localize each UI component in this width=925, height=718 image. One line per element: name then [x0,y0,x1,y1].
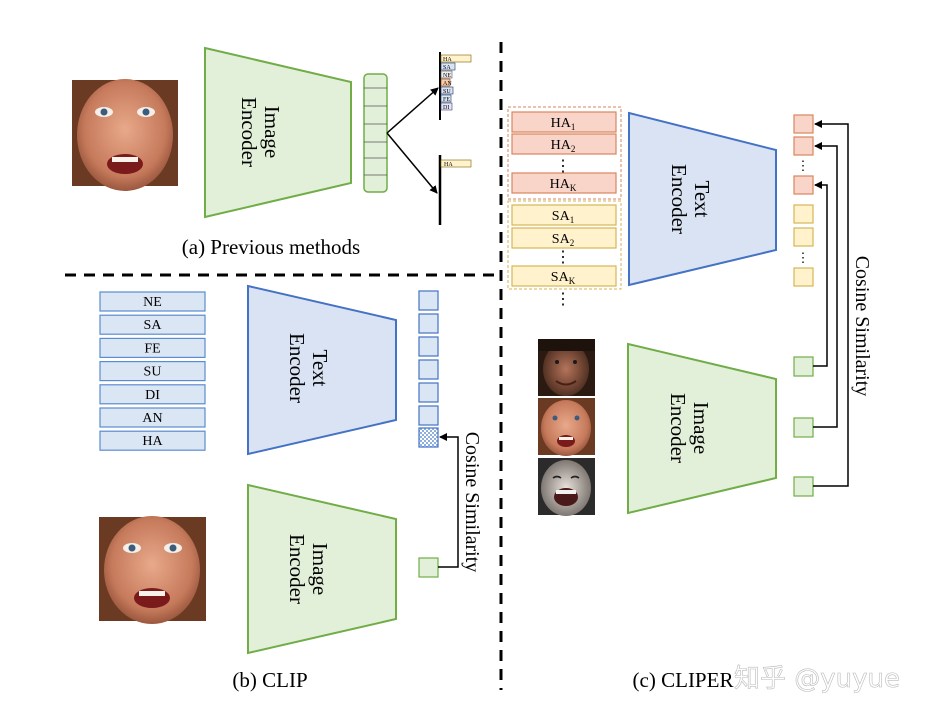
prompt-embedding-column: ⋮ ⋮ [793,114,814,287]
text-encoder-c [628,111,777,287]
image-encoder-b-line1: Image [308,543,332,595]
similarity-label-b: Cosine Similarity [461,432,483,573]
sa-prompt-box [511,265,617,287]
image-encoder-a [204,46,352,219]
image-encoder-c-line2: Encoder [666,393,690,463]
class-label: AN [142,411,162,426]
caption-b: (b) CLIP [232,668,307,692]
image-encoder-c [627,342,777,515]
class-label: HA [142,434,163,449]
image-embedding-column [793,356,814,497]
face-photo-c3 [538,458,595,516]
sa-prompt-box [511,204,617,226]
similarity-connector-b [438,433,459,568]
class-label: SA [144,318,163,333]
ha-prompt-group [507,106,622,200]
more-prompts-ellipsis: ⋮ [555,291,571,308]
watermark-text: 知乎 @yuyue [734,664,900,694]
branch-arrow-down [386,132,438,194]
svg-text:⋮: ⋮ [797,250,810,265]
sa-prompt-label: SA2 [552,232,574,248]
image-encoder-c-line1: Image [689,402,713,454]
bar-label: SA [443,65,451,71]
branch-arrow-up [386,87,439,134]
text-encoder-c-line2: Encoder [667,164,691,234]
bar-label: SU [443,89,451,95]
class-label: SU [144,365,162,380]
bar-label: NE [443,73,451,79]
class-label: NE [143,295,162,310]
class-box [99,407,206,428]
ha-ellipsis: ⋮ [555,158,571,175]
ha-prompt-box [511,172,617,194]
sa-prompt-label: SA1 [552,209,574,225]
text-encoder-b-line2: Encoder [285,333,309,403]
class-label: DI [145,388,160,403]
sa-ellipsis: ⋮ [555,249,571,266]
text-embedding-column [418,290,439,448]
svg-text:⋮: ⋮ [797,158,810,173]
class-box [99,430,206,451]
bar-label: AN [443,81,452,87]
image-encoder-a-line2: Encoder [237,97,261,167]
caption-a: (a) Previous methods [182,235,360,259]
text-encoder-b-line1: Text [308,349,332,386]
face-photo-c2 [538,398,595,456]
class-label: FE [144,341,160,356]
class-box [99,291,206,312]
ha-prompt-box [511,133,617,155]
sa-prompt-group [507,200,622,290]
face-photo-a [72,79,178,191]
face-photo-b [99,516,206,624]
class-box [99,314,206,335]
image-encoder-a-line1: Image [260,106,284,158]
panel-b: NE SA FE SU DI AN HA Text Encoder Image Encode… [99,284,483,692]
class-box [99,384,206,405]
bar-label: FE [443,97,450,103]
image-embedding-b [418,557,439,578]
text-encoder-c-line1: Text [690,180,714,217]
ha-prompt-label: HA2 [551,138,576,154]
single-label-chart: HA [438,155,472,225]
face-photo-c1 [538,339,595,396]
class-box [99,337,206,358]
bar-label: HA [443,57,452,63]
ha-prompt-label: HA1 [551,116,576,132]
sa-prompt-box [511,227,617,249]
ha-prompt-box [511,111,617,133]
bar-label: DI [443,105,449,111]
image-encoder-b [247,483,397,655]
class-box [99,361,206,382]
feature-vector-a [363,73,388,193]
image-encoder-b-line2: Encoder [285,534,309,604]
matched-embedding [418,427,439,448]
similarity-connectors-c [813,120,849,487]
caption-c: (c) CLIPER [633,668,734,692]
similarity-label-c: Cosine Similarity [851,256,873,397]
class-list: NE SA FE SU DI AN HA [99,291,206,451]
multi-label-chart: HA SA NE AN SU FE DI [439,52,472,120]
single-label-text: HA [444,162,453,168]
text-encoder-b [247,284,397,456]
